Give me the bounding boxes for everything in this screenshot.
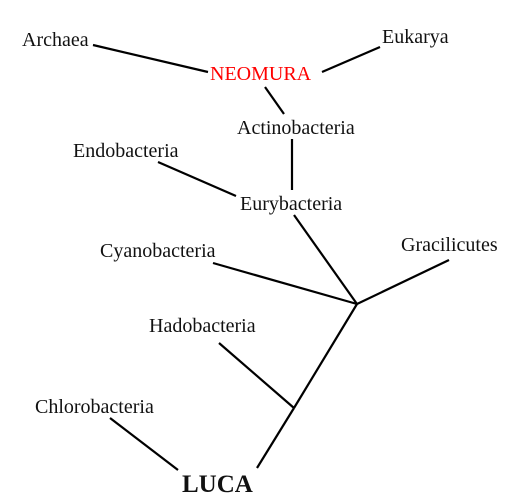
label-chlorobacteria: Chlorobacteria: [35, 396, 154, 418]
labels: Archaea Eukarya NEOMURA Actinobacteria E…: [22, 26, 498, 498]
label-gracilicutes: Gracilicutes: [401, 234, 498, 256]
branches: [92, 43, 450, 471]
branch-node-hadobacteria-node: [293, 303, 358, 409]
branch-gracilicutes-node: [356, 259, 450, 305]
label-luca: LUCA: [182, 471, 253, 498]
branch-eurybacteria-node: [293, 214, 358, 305]
branch-endobacteria-eurybacteria: [157, 160, 237, 198]
branch-chlorobacteria-luca: [109, 417, 179, 471]
branch-eukarya-neomura: [321, 45, 381, 74]
branch-node-luca: [256, 407, 295, 469]
branch-hadobacteria-node: [218, 342, 295, 409]
branch-neomura-actinobacteria: [264, 86, 285, 115]
label-actinobacteria: Actinobacteria: [237, 117, 355, 139]
branch-cyanobacteria-node: [212, 261, 358, 306]
label-endobacteria: Endobacteria: [73, 140, 179, 162]
label-hadobacteria: Hadobacteria: [149, 315, 256, 337]
label-neomura: NEOMURA: [210, 63, 312, 85]
branch-archaea-neomura: [92, 43, 209, 74]
label-archaea: Archaea: [22, 29, 89, 51]
label-cyanobacteria: Cyanobacteria: [100, 240, 216, 262]
label-eurybacteria: Eurybacteria: [240, 193, 342, 215]
label-eukarya: Eukarya: [382, 26, 449, 48]
